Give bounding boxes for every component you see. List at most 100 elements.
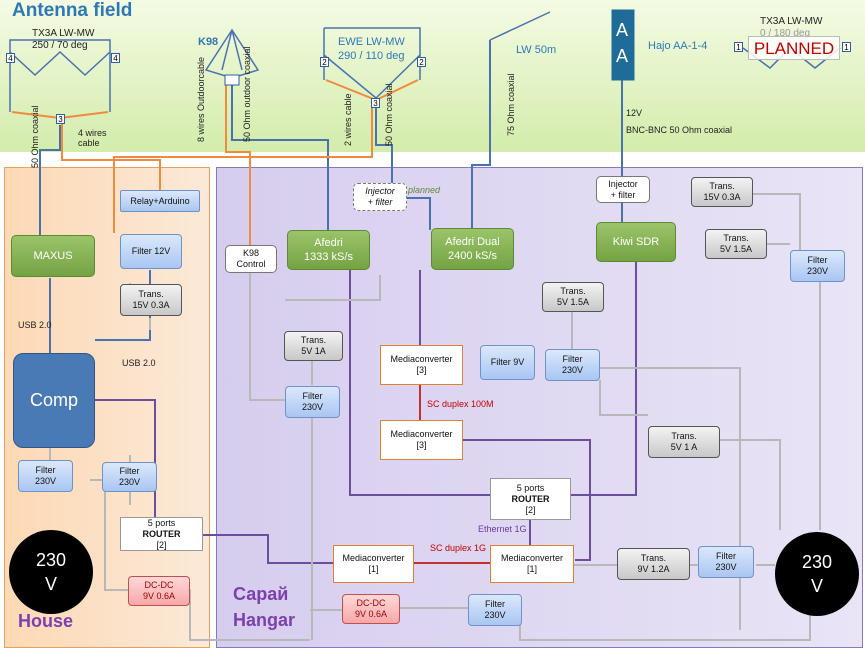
eth-mc3b-router — [463, 439, 591, 561]
node-label: 9V 0.6A — [142, 591, 176, 601]
hangar-filter-230-d: Filter 230V — [285, 386, 340, 418]
node-label: Kiwi SDR — [612, 236, 660, 248]
node-label: V — [44, 574, 57, 594]
node-label: Mediaconverter — [390, 429, 453, 439]
node-label: 9V 0.6A — [354, 609, 388, 619]
kiwi-sdr-box: Kiwi SDR — [596, 222, 676, 262]
node-label: [2] — [156, 539, 167, 550]
afedri-box: Afedri 1333 kS/s — [287, 230, 370, 270]
cable-label: 2 wires cable — [343, 93, 353, 146]
hangar-mains-230v: 230 V — [775, 532, 859, 616]
coax-k98-afedri — [231, 85, 329, 230]
node-label: 15V 0.3A — [132, 300, 170, 310]
node-label: [1] — [526, 564, 537, 574]
cable-k98-control — [225, 85, 251, 245]
injector-planned-box: Injector + filter — [353, 183, 407, 211]
trans-5v-b: Trans. 5V 1.5A — [542, 282, 604, 312]
afedri-dual-box: Afedri Dual 2400 kS/s — [431, 228, 514, 270]
node-label: 230 — [801, 552, 833, 572]
node-label: Filter — [562, 354, 583, 364]
node-label: [1] — [368, 564, 379, 574]
node-label: 5V 1 A — [670, 442, 698, 452]
hangar-filter-230-f: Filter 230V — [468, 594, 522, 626]
node-label: Afedri Dual — [445, 236, 500, 248]
node-label: ROUTER — [142, 528, 181, 539]
node-label: ROUTER — [511, 493, 550, 504]
node-label: 230V — [484, 610, 506, 620]
eth-router-mc — [203, 534, 333, 564]
injector-box: Injector + filter — [596, 176, 650, 203]
trans-5v-1a: Trans. 5V 1A — [284, 331, 343, 361]
port-label: 2 — [320, 57, 329, 67]
tx3a-left-name: TX3A LW-MW — [32, 28, 95, 39]
node-label: Injector — [608, 178, 638, 189]
node-label: Comp — [29, 390, 78, 410]
node-label: Afedri — [314, 237, 343, 249]
cable-label: SC duplex 100M — [427, 399, 494, 409]
cable-label: 12V — [626, 108, 643, 118]
node-label: 5 ports — [147, 517, 176, 528]
house-title: House — [18, 611, 74, 631]
maxus-box: MAXUS — [11, 235, 95, 277]
port-label: 2 — [417, 57, 426, 67]
node-label: 230V — [34, 476, 57, 486]
port-label: 4 — [6, 53, 15, 63]
hangar-router: 5 ports ROUTER [2] — [490, 478, 571, 520]
cable-label: 4 wires cable — [78, 128, 118, 148]
node-label: DC-DC — [356, 598, 386, 608]
cable-label: 50 Ohm outdoor coaxial — [242, 46, 252, 142]
k98-control-box: K98 Control — [225, 245, 277, 273]
trans-15v-hangar: Trans. 15V 0.3A — [691, 177, 753, 207]
hangar-filter-230-c: Filter 230V — [545, 349, 600, 381]
node-label: Filter — [119, 466, 140, 476]
trans-9v-box: Trans. 9V 1.2A — [617, 548, 690, 580]
eth-afedridual-router — [349, 270, 490, 496]
house-router: 5 ports ROUTER [2] — [120, 517, 203, 551]
node-label: 230V — [715, 562, 737, 572]
node-label: 230V — [806, 266, 829, 276]
node-label: Filter 9V — [490, 357, 525, 367]
port-label: 1 — [734, 42, 743, 52]
trans-5v-1a-b: Trans. 5V 1 A — [648, 426, 720, 458]
node-label: 5V 1A — [301, 346, 326, 356]
port-label: 3 — [56, 114, 65, 124]
house-dcdc: DC-DC 9V 0.6A — [128, 576, 190, 606]
comp-box: Comp — [13, 353, 95, 448]
cable-label: 50 Ohm coaxial — [384, 83, 394, 146]
cable-label: SC duplex 1G — [430, 543, 487, 553]
cable-label: Ethernet 1G — [478, 524, 527, 534]
node-label: 5 ports — [516, 482, 545, 493]
node-label: 1333 kS/s — [304, 251, 353, 263]
hangar-filter-230-e: Filter 230V — [698, 546, 754, 578]
planned-text: PLANNED — [753, 38, 835, 58]
node-label: 5V 1.5A — [719, 244, 753, 254]
node-label: Trans. — [709, 181, 735, 191]
house-filter-230-b: Filter 230V — [102, 462, 157, 492]
node-label: Relay+Arduino — [130, 195, 190, 206]
node-label: Trans. — [723, 233, 749, 243]
tx3a-right-name: TX3A LW-MW — [760, 16, 823, 27]
node-label: 230 — [35, 550, 67, 570]
node-label: V — [810, 576, 823, 596]
ewe-angle: 290 / 110 deg — [338, 50, 405, 62]
lw-antenna — [489, 11, 551, 41]
node-label: [3] — [416, 440, 427, 450]
relay-arduino-box: Relay+Arduino — [120, 190, 200, 212]
node-label: DC-DC — [144, 580, 174, 590]
cable-ewe-relay — [113, 108, 373, 233]
coax-lw-afedridual — [471, 40, 491, 228]
node-label: Filter — [807, 255, 828, 265]
node-label: Filter — [35, 465, 56, 475]
trans-5v-a: Trans. 5V 1.5A — [705, 229, 767, 259]
node-label: Trans. — [671, 431, 697, 441]
lw-name: LW 50m — [516, 44, 557, 56]
tx3a-left-antenna — [9, 39, 111, 112]
aa-letter: A — [616, 46, 629, 66]
node-label: 2400 kS/s — [448, 250, 497, 262]
node-label: [3] — [416, 365, 427, 375]
house-filter-230-a: Filter 230V — [18, 460, 73, 492]
port-label: 4 — [111, 53, 120, 63]
node-label: Mediaconverter — [500, 553, 564, 563]
node-label: 230V — [301, 402, 324, 412]
eth-kiwi-router — [571, 262, 637, 496]
